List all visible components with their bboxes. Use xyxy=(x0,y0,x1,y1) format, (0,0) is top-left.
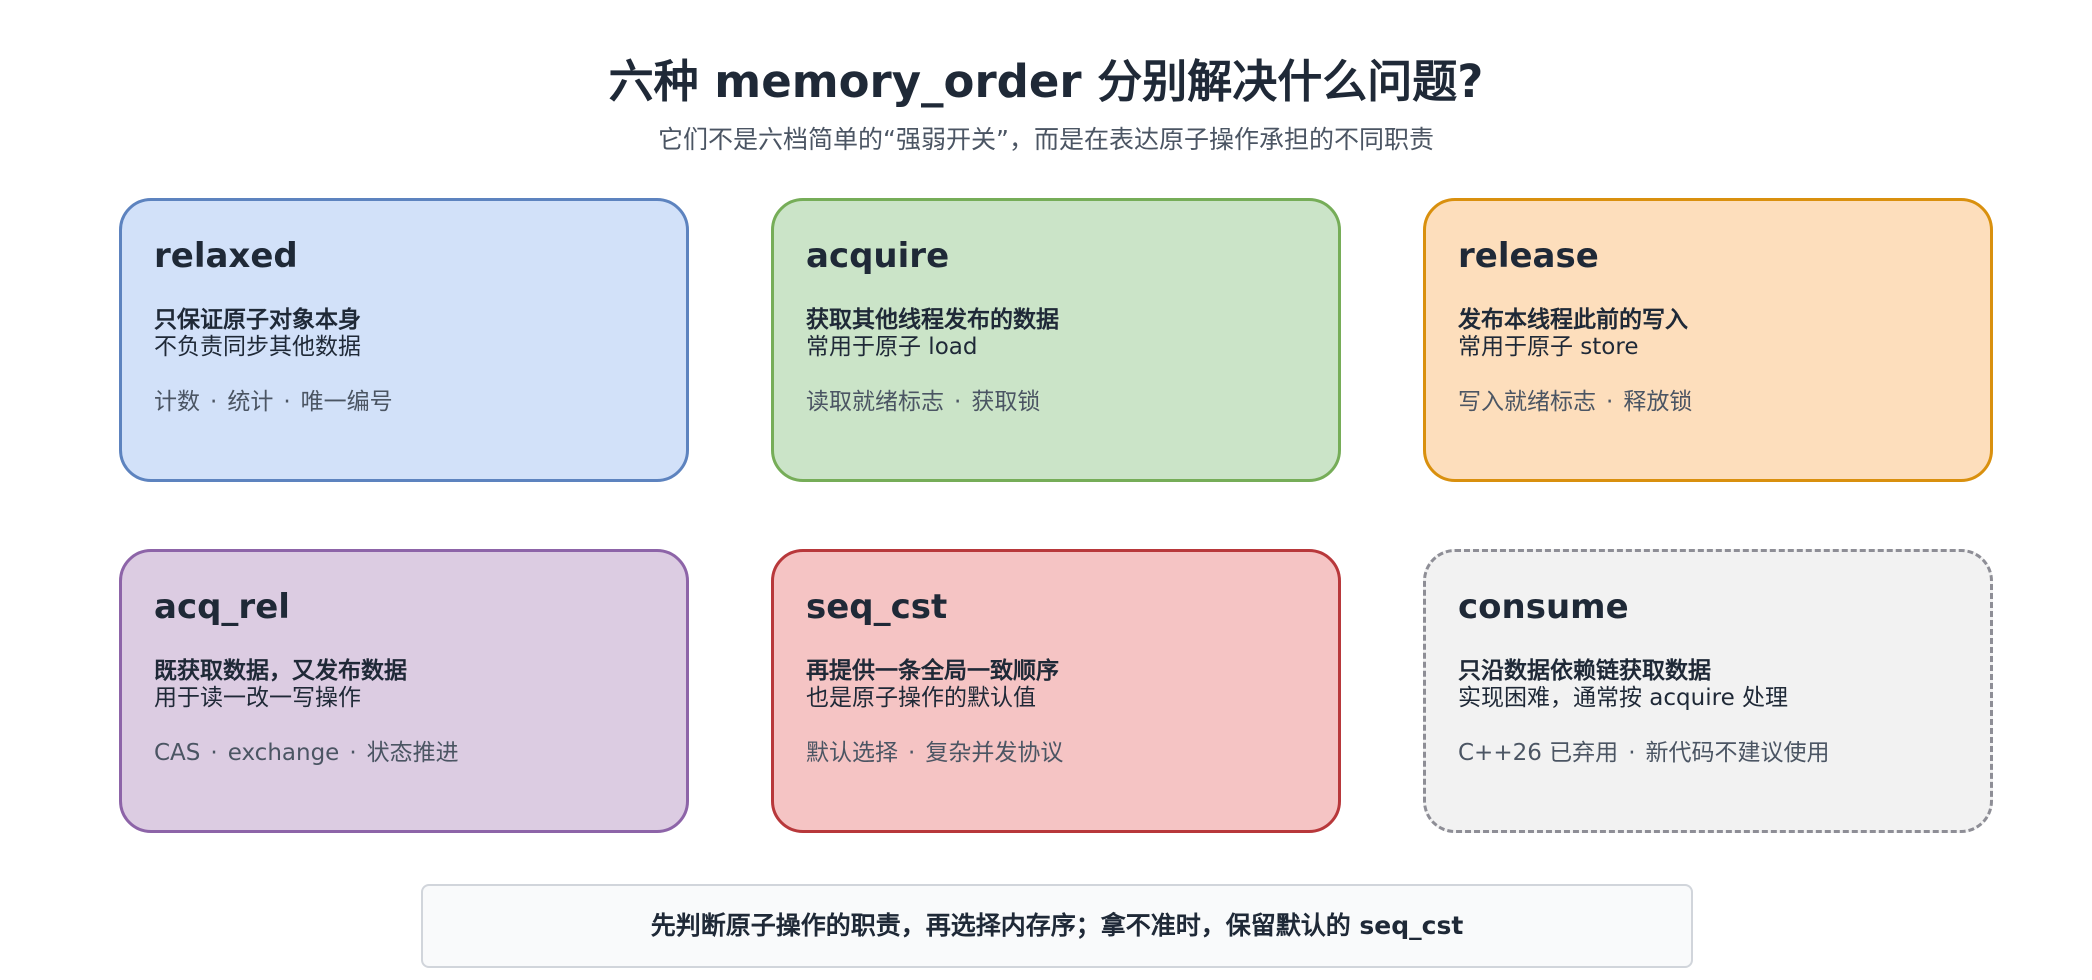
card-tags: 计数 · 统计 · 唯一编号 xyxy=(154,387,393,417)
card-name: seq_cst xyxy=(806,587,948,627)
card-description: 常用于原子 load xyxy=(806,334,978,360)
card-name: acquire xyxy=(806,236,950,276)
card-description: 也是原子操作的默认值 xyxy=(806,685,1036,711)
use-case-tag: 释放锁 xyxy=(1623,389,1693,415)
use-case-tag: 状态推进 xyxy=(366,740,459,766)
use-case-tag: 写入就绪标志 xyxy=(1458,389,1596,415)
card-headline: 只保证原子对象本身 xyxy=(154,307,361,333)
tag-separator: · xyxy=(954,389,962,415)
card-tags: 写入就绪标志 · 释放锁 xyxy=(1458,387,1692,417)
use-case-tag: 计数 xyxy=(154,389,200,415)
tag-separator: · xyxy=(283,389,291,415)
card-headline: 既获取数据，又发布数据 xyxy=(154,658,407,684)
card-seq-cst: seq_cst 再提供一条全局一致顺序 也是原子操作的默认值 默认选择 · 复杂并发… xyxy=(771,549,1341,833)
tag-separator: · xyxy=(1606,389,1614,415)
card-tags: C++26 已弃用 · 新代码不建议使用 xyxy=(1458,738,1830,768)
summary-footer: 先判断原子操作的职责，再选择内存序；拿不准时，保留默认的 seq_cst xyxy=(421,884,1693,968)
card-tags: 读取就绪标志 · 获取锁 xyxy=(806,387,1040,417)
tag-separator: · xyxy=(210,740,218,766)
card-tags: 默认选择 · 复杂并发协议 xyxy=(806,738,1063,768)
card-name: relaxed xyxy=(154,236,298,276)
card-name: acq_rel xyxy=(154,587,290,627)
card-description: 不负责同步其他数据 xyxy=(154,334,361,360)
use-case-tag: 新代码不建议使用 xyxy=(1645,740,1830,766)
use-case-tag: 统计 xyxy=(227,389,274,415)
card-consume: consume 只沿数据依赖链获取数据 实现困难，通常按 acquire 处理 … xyxy=(1423,549,1993,833)
card-description: 常用于原子 store xyxy=(1458,334,1639,360)
card-relaxed: relaxed 只保证原子对象本身 不负责同步其他数据 计数 · 统计 · 唯一编号 xyxy=(119,198,689,482)
page-title: 六种 memory_order 分别解决什么问题? xyxy=(608,55,1484,108)
tag-separator: · xyxy=(908,740,916,766)
use-case-tag: 默认选择 xyxy=(806,740,898,766)
card-acq-rel: acq_rel 既获取数据，又发布数据 用于读一改一写操作 CAS · exchan… xyxy=(119,549,689,833)
use-case-tag: 读取就绪标志 xyxy=(806,389,944,415)
card-release: release 发布本线程此前的写入 常用于原子 store 写入就绪标志 · 释放… xyxy=(1423,198,1993,482)
use-case-tag: CAS xyxy=(154,740,201,766)
card-description: 用于读一改一写操作 xyxy=(154,685,361,711)
card-acquire: acquire 获取其他线程发布的数据 常用于原子 load 读取就绪标志 · 获取… xyxy=(771,198,1341,482)
card-name: consume xyxy=(1458,587,1629,627)
card-headline: 发布本线程此前的写入 xyxy=(1458,307,1688,333)
tag-separator: · xyxy=(1628,740,1636,766)
card-headline: 再提供一条全局一致顺序 xyxy=(806,658,1059,684)
tag-separator: · xyxy=(349,740,357,766)
card-tags: CAS · exchange · 状态推进 xyxy=(154,738,459,768)
card-name: release xyxy=(1458,236,1599,276)
card-headline: 获取其他线程发布的数据 xyxy=(806,307,1059,333)
use-case-tag: 复杂并发协议 xyxy=(925,740,1064,766)
use-case-tag: 唯一编号 xyxy=(300,389,393,415)
use-case-tag: 获取锁 xyxy=(971,389,1041,415)
tag-separator: · xyxy=(210,389,218,415)
use-case-tag: C++26 已弃用 xyxy=(1458,740,1619,766)
card-headline: 只沿数据依赖链获取数据 xyxy=(1458,658,1711,684)
card-description: 实现困难，通常按 acquire 处理 xyxy=(1458,685,1789,711)
use-case-tag: exchange xyxy=(227,740,340,766)
page-subtitle: 它们不是六档简单的“强弱开关”，而是在表达原子操作承担的不同职责 xyxy=(658,125,1434,154)
